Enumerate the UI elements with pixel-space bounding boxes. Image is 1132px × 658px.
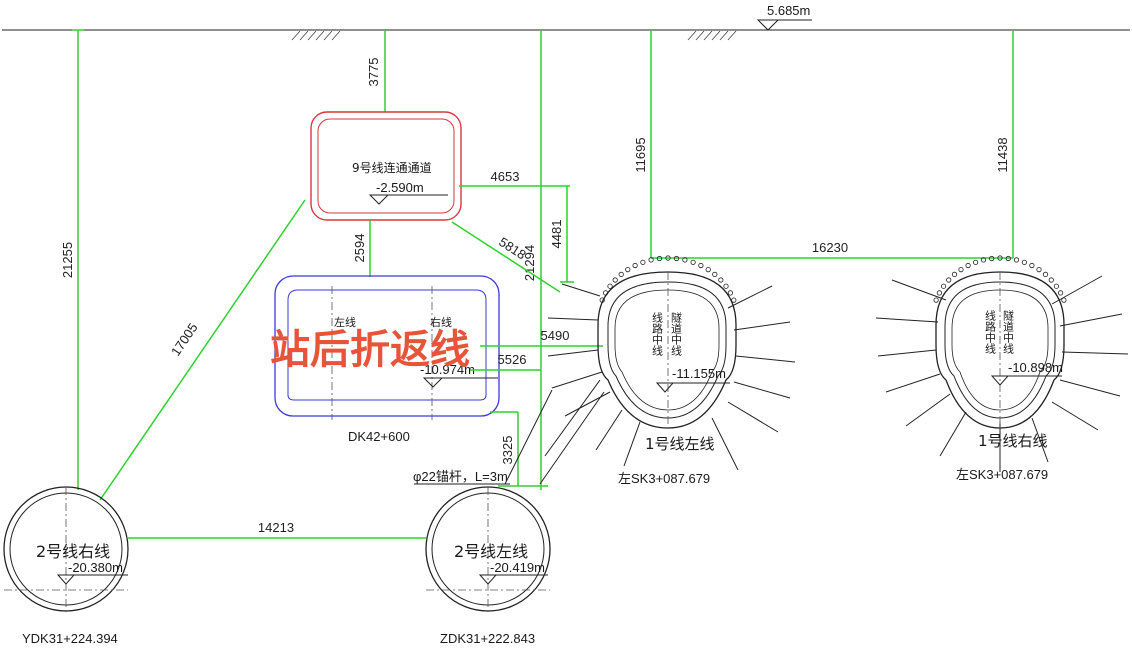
bolt-dot	[1029, 262, 1035, 269]
line1-right-chainage: 左SK3+087.679	[956, 467, 1048, 482]
dim-label-11438: 11438	[995, 137, 1010, 172]
dim-label-17005: 17005	[168, 320, 201, 358]
bolt-dot	[1013, 257, 1020, 263]
ground-hatch-left	[291, 30, 341, 41]
line1-right-elevation: -10.898m	[1008, 360, 1063, 375]
dim-label-5526: 5526	[498, 352, 527, 367]
bolt-dot	[946, 277, 952, 283]
bolt-dot	[698, 262, 704, 269]
line2-right-tunnel: 2号线右线 -20.380m YDK31+224.394	[3, 486, 129, 646]
bolt-dot	[980, 257, 987, 263]
line1-left-name: 1号线左线	[645, 435, 715, 453]
connecting-passage: 9号线连通通道 -2.590m	[310, 111, 462, 221]
anchor-note: φ22锚杆，L=3m	[413, 389, 553, 485]
bolt-dot	[625, 266, 631, 273]
line2-left-name: 2号线左线	[454, 542, 528, 561]
bolt-dot	[640, 259, 646, 265]
dim-line-5818	[451, 221, 561, 293]
line1-left-elevation: -11.155m	[672, 366, 726, 381]
overlay-title: 站后折返线	[270, 327, 470, 373]
line1-left-tunnel: 线路中线 隧道中线 -11.155m 1号线左线 左SK3+087.679	[539, 271, 796, 486]
turnback-right-label: 右线	[430, 315, 452, 329]
dim-label-21255: 21255	[60, 242, 75, 278]
bolt-dot	[618, 271, 624, 277]
ground-elevation-label: 5.685m	[767, 3, 810, 18]
bolt-dot	[727, 290, 734, 296]
bolt-dot	[648, 257, 654, 263]
bolt-dot	[951, 271, 958, 277]
dim-label-4481: 4481	[549, 220, 564, 249]
dim-label-3775: 3775	[366, 58, 381, 87]
bolt-dot	[965, 262, 971, 269]
line2-left-tunnel: 2号线左线 -20.419m ZDK31+222.843	[425, 486, 551, 646]
turnback-chainage: DK42+600	[348, 429, 410, 444]
bolt-dot	[656, 255, 663, 262]
dim-label-11695: 11695	[633, 137, 648, 172]
bolt-dot	[936, 290, 943, 296]
line1-left-inner-b: 隧道中线	[670, 311, 683, 356]
bolt-dot	[933, 297, 939, 303]
dim-label-2594: 2594	[352, 234, 367, 263]
bolt-dot	[989, 255, 995, 262]
ground-elevation-marker: 5.685m	[756, 3, 812, 31]
turnback-elevation: -10.974m	[420, 362, 475, 377]
bolt-dot	[602, 290, 609, 296]
bolt-dot	[1021, 259, 1028, 265]
line1-right-tunnel: 线路中线 隧道中线 -10.898m 1号线右线 左SK3+087.679	[875, 271, 1129, 482]
passage-elevation: -2.590m	[376, 180, 424, 195]
bolt-dot	[718, 277, 724, 283]
line1-right-name: 1号线右线	[978, 432, 1048, 450]
bolt-dot	[958, 266, 964, 273]
anchor-note-text: φ22锚杆，L=3m	[413, 469, 508, 484]
bolt-dot	[940, 283, 947, 289]
bolt-dot	[599, 297, 605, 303]
bolt-dot	[997, 255, 1003, 261]
turnback-left-label: 左线	[334, 315, 356, 329]
bolt-dot	[1048, 277, 1054, 283]
dim-label-5490: 5490	[541, 328, 570, 343]
bolt-dot	[1053, 283, 1060, 289]
bolt-dot	[1005, 255, 1011, 262]
line1-right-inner-a: 线路中线	[984, 309, 997, 354]
dim-label-3325: 3325	[500, 436, 515, 465]
bolt-dot	[632, 262, 638, 269]
bolt-dot	[972, 259, 979, 265]
dim-label-21294: 21294	[522, 245, 537, 281]
line1-right-inner-b: 隧道中线	[1002, 309, 1015, 354]
dim-label-14213: 14213	[258, 520, 294, 535]
bolt-dot	[1042, 271, 1049, 277]
line2-right-elevation: -20.380m	[68, 560, 123, 575]
line2-right-name: 2号线右线	[36, 542, 110, 561]
dim-label-16230: 16230	[812, 240, 848, 255]
bolt-dot	[607, 283, 613, 289]
passage-name: 9号线连通通道	[352, 160, 432, 175]
bolt-dot	[712, 271, 718, 277]
bolt-dot	[612, 277, 618, 283]
line2-right-chainage: YDK31+224.394	[22, 631, 118, 646]
rock-bolt-dots	[599, 255, 1067, 303]
dim-label-4653: 4653	[491, 169, 520, 184]
bolt-dot	[690, 259, 696, 265]
dim-line-17005	[99, 199, 306, 501]
bolt-dot	[705, 266, 711, 273]
bolt-dot	[665, 255, 671, 261]
line1-left-inner-a: 线路中线	[651, 311, 664, 356]
bolt-dot	[723, 283, 729, 289]
bolt-dot	[1058, 290, 1064, 296]
ground-hatch-right	[687, 30, 737, 41]
bolt-dot	[1061, 297, 1067, 303]
bolt-dot	[1036, 266, 1042, 273]
line2-left-chainage: ZDK31+222.843	[440, 631, 535, 646]
line1-left-chainage: 左SK3+087.679	[618, 471, 710, 486]
bolt-dot	[673, 255, 680, 262]
bolt-dot	[731, 297, 737, 303]
bolt-dot	[682, 257, 688, 263]
line2-left-elevation: -20.419m	[490, 560, 545, 575]
